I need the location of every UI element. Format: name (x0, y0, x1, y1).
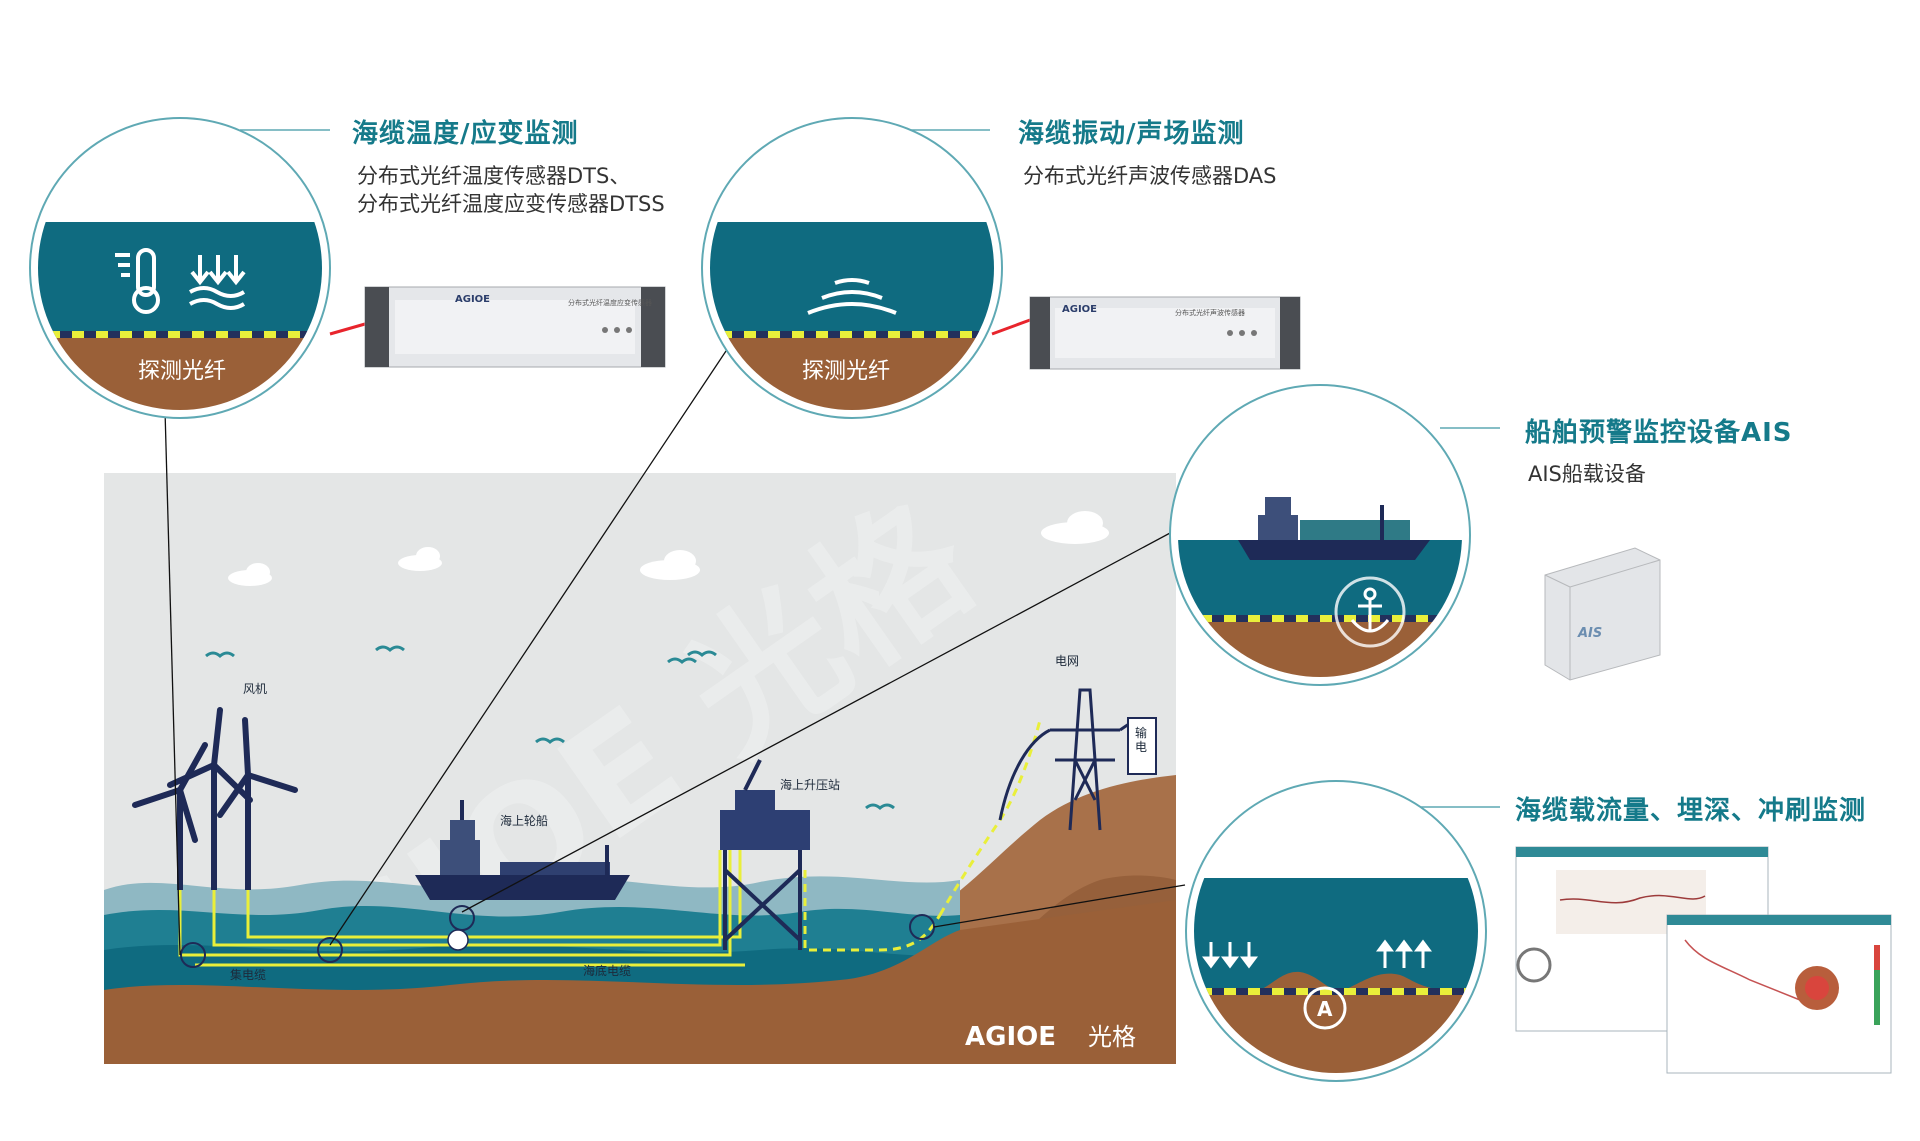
device2-text: 分布式光纤声波传感器 (1175, 309, 1245, 317)
vibration-desc: 分布式光纤声波传感器DAS (1023, 164, 1277, 188)
circle-ais (1169, 384, 1471, 686)
birds (205, 645, 895, 810)
label-grid: 电网 (1055, 654, 1080, 668)
label-substation: 海上升压站 (780, 778, 841, 792)
temp-strain-desc-line1: 分布式光纤温度传感器DTS、 (357, 164, 631, 188)
zoom-markers (180, 905, 935, 968)
wind-turbines (132, 707, 298, 890)
title-connectors (240, 129, 1500, 808)
device1-badge: AGIOE (455, 294, 490, 305)
main-scene: AGIOE 光格 (104, 473, 1176, 1064)
label-collector-cable: 集电缆 (230, 968, 267, 982)
ship (415, 800, 630, 900)
a-mark-icon: A (1303, 986, 1347, 1030)
scene-logo: AGIOE 光格 (965, 1022, 1136, 1052)
ship-icon (1238, 497, 1430, 560)
label-ship: 海上轮船 (500, 814, 549, 828)
thermometer-icon (115, 248, 160, 314)
label-transmission: 输电 (1135, 726, 1148, 754)
current-burial-title: 海缆载流量、埋深、冲刷监测 (1515, 796, 1867, 826)
svg-text:A: A (1317, 997, 1333, 1021)
circle-temp-strain (29, 117, 331, 419)
transmission-box (1127, 717, 1157, 775)
arrows-down-icon (1202, 942, 1258, 969)
svg-text:AIS: AIS (1577, 626, 1602, 641)
water-temperature-icon (189, 255, 246, 310)
ais-desc: AIS船载设备 (1528, 462, 1646, 486)
circle1-fiber-label: 探测光纤 (138, 359, 227, 384)
vibration-title: 海缆振动/声场监测 (1018, 119, 1245, 149)
substation (720, 759, 810, 950)
circle-vibration (701, 117, 1003, 419)
temp-strain-title: 海缆温度/应变监测 (352, 119, 579, 149)
device1-text: 分布式光纤温度应变传感器 (568, 299, 652, 307)
temp-strain-desc-line2: 分布式光纤温度应变传感器DTSS (357, 192, 665, 216)
seabed (104, 900, 1176, 1064)
label-wind-turbine: 风机 (243, 682, 268, 696)
arrows-up-icon (1376, 939, 1432, 968)
device-das (1029, 296, 1301, 370)
leader-lines (164, 344, 1186, 956)
device-dtss (364, 286, 666, 368)
ais-title: 船舶预警监控设备AIS (1525, 418, 1793, 448)
anchor-marker (447, 929, 469, 951)
label-submarine-cable: 海底电缆 (583, 964, 632, 978)
circle-current-burial: A (1185, 780, 1487, 1082)
software-screenshots (1515, 846, 1892, 1074)
circle2-fiber-label: 探测光纤 (802, 359, 891, 384)
ais-device: AIS (1544, 547, 1661, 681)
svg-text:AGIOE: AGIOE (965, 1022, 1056, 1052)
device2-badge: AGIOE (1062, 304, 1097, 315)
anchor-icon (1334, 576, 1406, 648)
sound-wave-icon (807, 278, 897, 315)
svg-text:光格: 光格 (1088, 1023, 1136, 1051)
clouds (228, 511, 1109, 586)
